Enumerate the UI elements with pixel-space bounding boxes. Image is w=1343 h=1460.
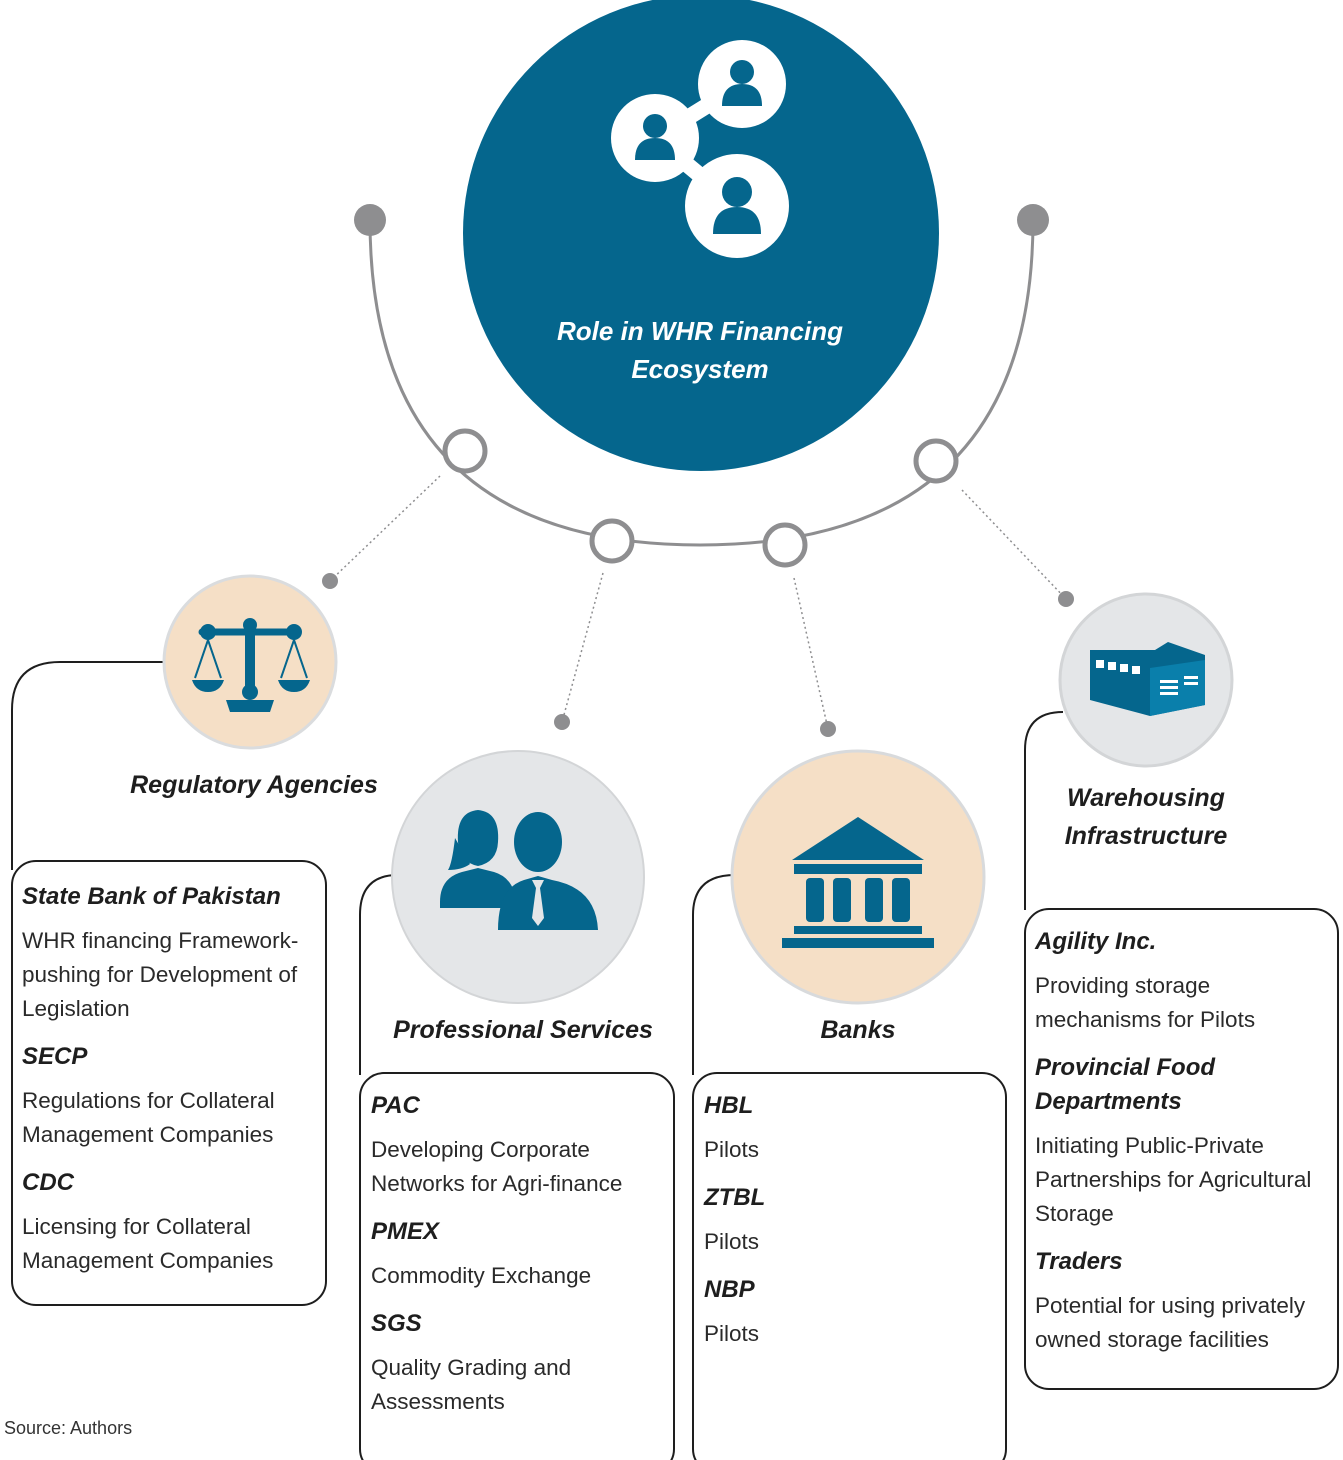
connector-dot <box>1058 591 1074 607</box>
entity-desc: Regulations for Collateral Management Co… <box>22 1088 275 1147</box>
entity-desc: WHR financing Framework-pushing for Deve… <box>22 928 299 1021</box>
connector-arc <box>368 219 1035 547</box>
entity-name: CDC <box>22 1169 74 1196</box>
entity-name: ZTBL <box>704 1184 766 1211</box>
entity-name: Agility Inc. <box>1035 928 1157 955</box>
entity-name: State Bank of Pakistan <box>22 883 281 910</box>
arc-end-dot-right <box>1017 204 1049 236</box>
entity-name: SGS <box>371 1310 422 1337</box>
bracket-line <box>1024 711 1064 910</box>
entity-list-regulatory: State Bank of Pakistan WHR financing Fra… <box>22 880 318 1278</box>
entity-list-banks: HBL Pilots ZTBL Pilots NBP Pilots <box>704 1089 994 1351</box>
entity-desc: Initiating Public-Private Partnerships f… <box>1035 1133 1312 1226</box>
connector-dot <box>820 721 836 737</box>
entity-list-warehousing: Agility Inc. Providing storage mechanism… <box>1035 925 1335 1357</box>
dotted-connector <box>561 572 604 723</box>
category-label-regulatory: Regulatory Agencies <box>130 771 378 799</box>
category-circle-professional <box>391 750 645 1004</box>
network-people-icon <box>611 40 789 258</box>
entity-desc: Pilots <box>704 1229 760 1254</box>
connector-dot <box>554 714 570 730</box>
entity-box <box>11 860 327 1306</box>
entity-name: SECP <box>22 1043 88 1070</box>
arc-end-dot-left <box>354 204 386 236</box>
entity-name: Provincial Food Departments <box>1035 1054 1216 1115</box>
arc-node <box>442 428 488 474</box>
bracket-line <box>692 874 736 1075</box>
bank-building-icon <box>782 817 934 948</box>
connector-dot <box>322 573 338 589</box>
entity-desc: Pilots <box>704 1321 760 1346</box>
entity-desc: Pilots <box>704 1137 760 1162</box>
category-label-banks: Banks <box>820 1016 896 1044</box>
bracket-line <box>11 661 165 870</box>
dotted-connector <box>329 475 441 582</box>
scales-of-justice-icon <box>192 618 310 712</box>
entity-desc: Quality Grading and Assessments <box>371 1355 572 1414</box>
entity-name: Traders <box>1035 1248 1123 1275</box>
entity-desc: Licensing for Collateral Management Comp… <box>22 1214 274 1273</box>
dotted-connector <box>793 577 829 730</box>
entity-box <box>1024 908 1339 1390</box>
center-title: Role in WHR Financing Ecosystem <box>557 316 843 384</box>
arc-node <box>762 522 808 568</box>
entity-list-professional: PAC Developing Corporate Networks for Ag… <box>371 1089 665 1419</box>
entity-box <box>692 1072 1007 1460</box>
arc-node <box>913 438 959 484</box>
entity-name: PAC <box>371 1092 420 1119</box>
category-label-warehousing: Warehousing Infrastructure <box>1064 784 1228 850</box>
dotted-connector <box>961 489 1067 600</box>
warehouse-icon <box>1090 642 1205 716</box>
business-people-icon <box>440 810 598 930</box>
entity-name: NBP <box>704 1276 755 1303</box>
entity-desc: Potential for using privately owned stor… <box>1035 1293 1306 1352</box>
bracket-line <box>359 874 399 1075</box>
entity-desc: Commodity Exchange <box>371 1263 592 1288</box>
category-circle-banks <box>730 749 986 1005</box>
entity-desc: Providing storage mechanisms for Pilots <box>1035 973 1256 1032</box>
arc-node <box>589 518 635 564</box>
entity-name: PMEX <box>371 1218 440 1245</box>
entity-name: HBL <box>704 1092 754 1119</box>
entity-box <box>359 1072 675 1460</box>
category-label-professional: Professional Services <box>393 1016 653 1044</box>
entity-desc: Developing Corporate Networks for Agri-f… <box>371 1137 623 1196</box>
source-note: Source: Authors <box>4 1418 133 1438</box>
